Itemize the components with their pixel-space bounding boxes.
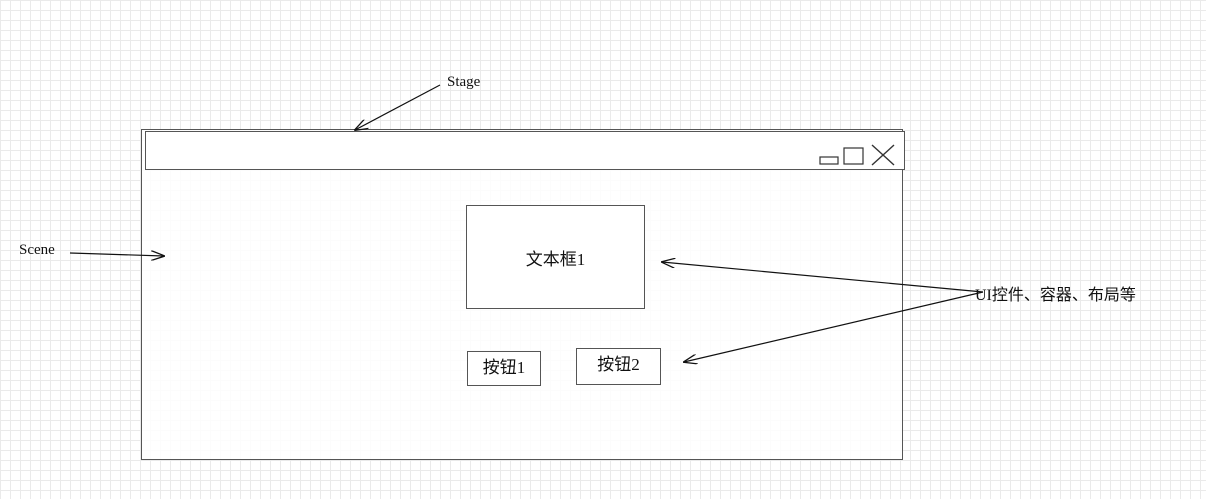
- button-2-label: 按钮2: [597, 355, 640, 374]
- stage-arrow: [355, 84, 441, 130]
- button-2[interactable]: 按钮2: [576, 348, 661, 385]
- button-1-label: 按钮1: [482, 358, 526, 377]
- maximize-icon[interactable]: [843, 146, 865, 166]
- button-1[interactable]: 按钮1: [467, 351, 541, 386]
- stage-label: Stage: [447, 74, 481, 90]
- ui-controls-label: UI控件、容器、布局等: [975, 287, 1136, 304]
- title-bar[interactable]: [145, 131, 905, 170]
- scene-label: Scene: [19, 242, 55, 258]
- textbox-1[interactable]: 文本框1: [466, 205, 645, 309]
- minimize-icon[interactable]: [819, 154, 839, 166]
- textbox-label: 文本框1: [525, 249, 586, 269]
- close-icon[interactable]: [870, 143, 896, 167]
